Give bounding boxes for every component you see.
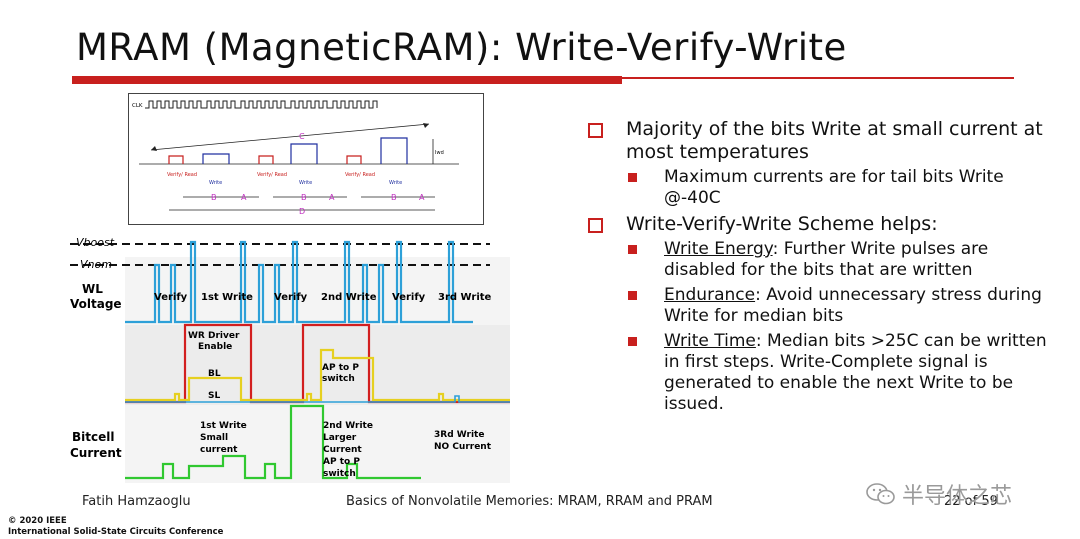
verify-label: Verify (274, 292, 308, 303)
footer-course: Basics of Nonvolatile Memories: MRAM, RR… (346, 494, 713, 509)
bl-waveform (125, 348, 524, 402)
sub-bullet: Maximum currents are for tail bits Write… (588, 167, 1048, 209)
first-write-label: 1st Write (201, 292, 253, 303)
bl-label: BL (208, 369, 221, 379)
second-write-label: 2nd Write (321, 292, 377, 303)
c-arrowhead (423, 123, 429, 128)
square-bullet-icon (588, 218, 603, 233)
driver-panel (125, 325, 510, 405)
c-label: C (299, 132, 305, 141)
term-endurance: Endurance (664, 285, 756, 305)
wechat-icon (866, 482, 896, 512)
pulse-label: Verify/ Read (257, 172, 287, 178)
filled-square-bullet-icon (628, 173, 637, 182)
vboost-label: Vboost (76, 236, 115, 249)
title-accent-bar (72, 76, 622, 84)
pulse-label: Verify/ Read (167, 172, 197, 178)
sub-bullet-text: : Avoid unnecessary stress during Write … (664, 285, 1042, 326)
c-arrowtail (151, 146, 157, 151)
term-write-time: Write Time (664, 331, 756, 351)
verify-label: Verify (392, 292, 426, 303)
pulse-train-verify3 (346, 155, 362, 164)
b-label: B (211, 193, 217, 202)
pulse-train (168, 155, 184, 164)
clock-waveform (145, 100, 378, 109)
sub-bullet: Write Time: Median bits >25C can be writ… (588, 331, 1048, 415)
timing-diagram-svg: CLK C Iwd Verify/ Read Write Verify/ Rea… (132, 100, 459, 216)
bullet-text: Majority of the bits Write at small curr… (626, 118, 1043, 163)
verify-label: Verify (154, 292, 188, 303)
a-label: A (419, 193, 425, 202)
copyright: © 2020 IEEE International Solid-State Ci… (8, 516, 223, 538)
title-rule (622, 77, 1014, 79)
b-label: B (301, 193, 307, 202)
pulse-train-write1 (202, 153, 230, 164)
vnom-label: Vnom (80, 258, 112, 271)
bullet: Write-Verify-Write Scheme helps: (588, 213, 1048, 236)
sub-bullet: Write Energy: Further Write pulses are d… (588, 239, 1048, 281)
c-arrow (150, 123, 430, 151)
sub-bullet-text: : Median bits >25C can be written in fir… (664, 331, 1047, 414)
pulse-label: Write (209, 180, 222, 186)
timing-diagram: CLK C Iwd Verify/ Read Write Verify/ Rea… (128, 93, 484, 225)
copyright-line: © 2020 IEEE (8, 516, 67, 526)
copyright-line: International Solid-State Circuits Confe… (8, 527, 224, 537)
footer-author: Fatih Hamzaoglu (82, 494, 191, 509)
watermark: 半导体之芯 (866, 478, 1012, 512)
pulse-train-write2 (290, 143, 318, 164)
term-write-energy: Write Energy (664, 239, 773, 259)
bullet: Majority of the bits Write at small curr… (588, 118, 1048, 164)
iwd-label: Iwd (435, 150, 444, 156)
clk-label: CLK (132, 103, 143, 109)
d-label: D (299, 207, 305, 216)
bullet-list: Majority of the bits Write at small curr… (588, 118, 1048, 419)
sl-waveform (125, 395, 510, 403)
square-bullet-icon (588, 123, 603, 138)
pulse-label: Verify/ Read (345, 172, 375, 178)
bullet-text: Write-Verify-Write Scheme helps: (626, 213, 938, 235)
sub-bullet-text: : Further Write pulses are disabled for … (664, 239, 989, 280)
page-number: 22 of 59 (944, 494, 998, 509)
pulse-train-write3 (380, 137, 408, 164)
filled-square-bullet-icon (628, 337, 637, 346)
wl-voltage-waveform (125, 240, 473, 324)
watermark-text: 半导体之芯 (902, 484, 1013, 509)
third-write-label: 3rd Write (438, 292, 492, 303)
bitcell-current-waveform (125, 404, 421, 480)
b-label: B (391, 193, 397, 202)
a-label: A (329, 193, 335, 202)
wl-panel (125, 257, 510, 325)
pulse-label: Write (389, 180, 402, 186)
slide-title: MRAM (MagneticRAM): Write-Verify-Write (76, 26, 847, 69)
pulse-train-verify2 (258, 155, 274, 164)
filled-square-bullet-icon (628, 291, 637, 300)
sub-bullet-text: Maximum currents are for tail bits Write… (664, 167, 1004, 208)
sub-bullet: Endurance: Avoid unnecessary stress duri… (588, 285, 1048, 327)
a-label: A (241, 193, 247, 202)
filled-square-bullet-icon (628, 245, 637, 254)
sl-label: SL (208, 391, 220, 401)
pulse-label: Write (299, 180, 312, 186)
